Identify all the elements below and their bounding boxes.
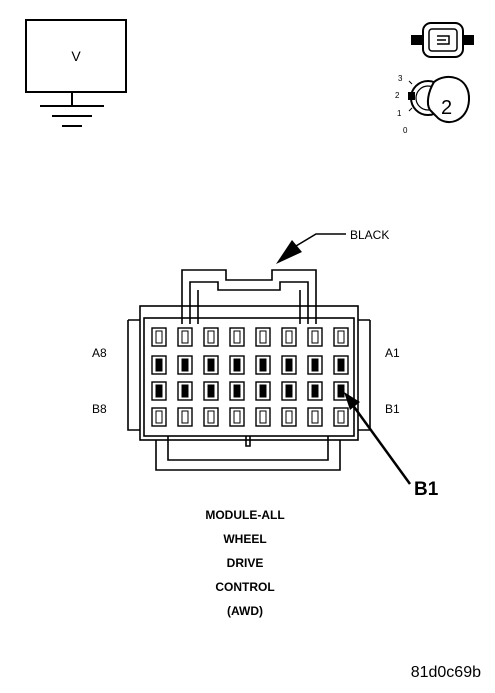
- pin-terminal: [155, 330, 163, 344]
- key-position-2: 2: [395, 91, 400, 100]
- pin-terminal: [233, 410, 241, 424]
- connector-plug-icon: [411, 22, 474, 58]
- pin-terminal: [285, 410, 293, 424]
- row-label-a1: A1: [385, 346, 400, 360]
- row-label-b8: B8: [92, 402, 107, 416]
- key-position-3: 3: [398, 74, 403, 83]
- black-callout-arrow: [276, 233, 346, 264]
- pin-terminal: [259, 358, 267, 372]
- pin-terminal: [311, 384, 319, 398]
- pin-terminal: [337, 410, 345, 424]
- module-title-line-4: CONTROL: [215, 580, 275, 594]
- key-number: 2: [441, 97, 453, 119]
- connector-face: [127, 269, 371, 471]
- pin-terminal: [285, 330, 293, 344]
- pin-terminal: [155, 358, 163, 372]
- pin-terminal: [311, 358, 319, 372]
- pin-terminal: [337, 358, 345, 372]
- key-position-0: 0: [403, 126, 408, 135]
- pin-terminal: [259, 384, 267, 398]
- pin-terminal: [285, 384, 293, 398]
- voltmeter-symbol: [25, 19, 127, 127]
- pin-terminal: [259, 410, 267, 424]
- pin-terminal: [181, 358, 189, 372]
- figure-id: 81d0c69b: [410, 664, 481, 681]
- pin-terminal: [155, 410, 163, 424]
- pin-terminal: [207, 358, 215, 372]
- row-label-a8: A8: [92, 346, 107, 360]
- pin-terminal: [285, 358, 293, 372]
- pin-terminal: [181, 330, 189, 344]
- module-title-line-1: MODULE-ALL: [205, 508, 285, 522]
- pin-terminal: [233, 358, 241, 372]
- voltmeter-label: V: [71, 48, 81, 64]
- pin-terminal: [207, 330, 215, 344]
- module-title-line-5: (AWD): [227, 604, 263, 618]
- pin-terminal: [181, 384, 189, 398]
- pin-terminal: [207, 384, 215, 398]
- connector-pin-grid: [151, 327, 349, 427]
- pin-terminal: [155, 384, 163, 398]
- pin-terminal: [311, 410, 319, 424]
- pin-terminal: [233, 384, 241, 398]
- key-position-1: 1: [397, 109, 402, 118]
- module-title-line-3: DRIVE: [226, 556, 264, 570]
- pin-terminal: [337, 330, 345, 344]
- connector-color-label: BLACK: [350, 228, 390, 242]
- pin-terminal: [259, 330, 267, 344]
- row-label-b1: B1: [385, 402, 400, 416]
- pin-callout-label: B1: [414, 479, 439, 500]
- pin-terminal: [181, 410, 189, 424]
- ignition-key-icon: [408, 75, 471, 124]
- pin-terminal: [311, 330, 319, 344]
- pin-terminal: [337, 384, 345, 398]
- pin-terminal: [233, 330, 241, 344]
- module-title-line-2: WHEEL: [223, 532, 267, 546]
- pin-terminal: [207, 410, 215, 424]
- b1-callout-arrow: [344, 392, 412, 485]
